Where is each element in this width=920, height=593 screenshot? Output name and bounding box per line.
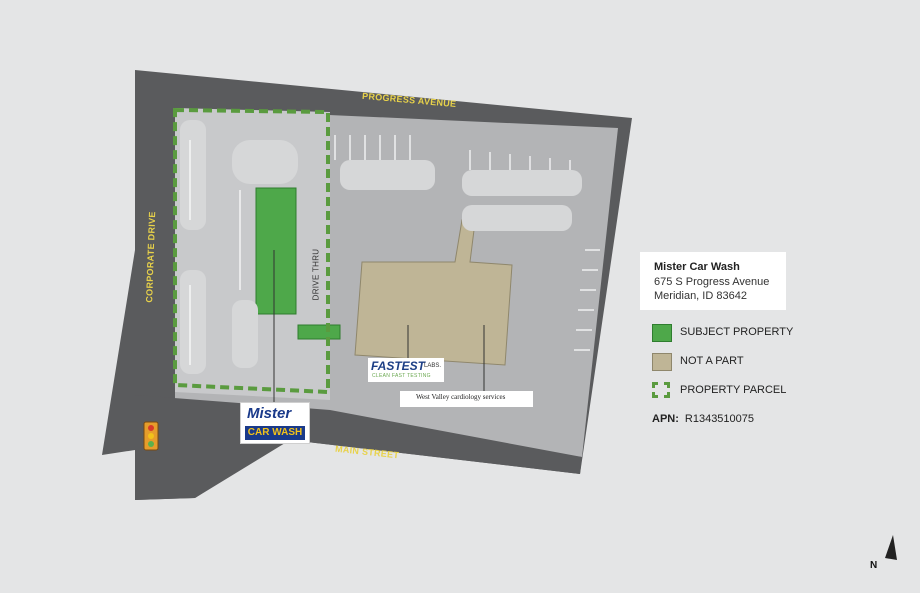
parking-island [232,140,298,184]
parking-island [180,270,206,374]
property-info-box: Mister Car Wash 675 S Progress Avenue Me… [640,252,786,310]
address-line-1: 675 S Progress Avenue [654,276,770,288]
car-wash-logo-text: CAR WASH [245,426,305,440]
apn-value: R1343510075 [684,413,755,425]
fastest-logo-text: FASTEST [371,359,426,373]
fastest-tagline: CLEAN FAST TESTING [372,373,431,379]
west-valley-logo-text: West Valley cardiology services [416,393,506,401]
property-parcel-swatch [652,382,670,398]
fastest-labs-logo: FASTEST LABS. CLEAN FAST TESTING [368,358,444,382]
north-label: N [870,560,878,571]
subject-property-swatch [652,324,672,342]
parking-island [462,205,572,231]
parking-island [232,300,258,368]
apn-label: APN: [652,413,679,425]
apn-row: APN: R1343510075 [652,413,754,425]
not-a-part-swatch [652,353,672,371]
west-valley-logo: West Valley cardiology services [400,391,533,407]
legend-label: SUBJECT PROPERTY [680,326,794,338]
drive-thru-label: DRIVE THRU [311,248,321,301]
traffic-light-icon [143,421,159,451]
subject-parcel-area [175,108,330,400]
parking-stalls [189,135,600,365]
legend-label: NOT A PART [680,355,744,367]
property-name: Mister Car Wash [654,261,740,273]
legend-label: PROPERTY PARCEL [680,384,787,396]
address-line-2: Meridian, ID 83642 [654,290,747,302]
parking-island [462,170,582,196]
vacuum-bay [297,324,341,340]
car-wash-building [255,187,297,315]
mister-logo-text: Mister [247,405,292,422]
north-arrow-icon [885,535,897,560]
parking-island [180,120,206,230]
property-parcel-outline [173,107,330,395]
mister-car-wash-logo: Mister CAR WASH [240,402,310,444]
parking-island [340,160,435,190]
fastest-labs-text: LABS. [424,363,442,369]
